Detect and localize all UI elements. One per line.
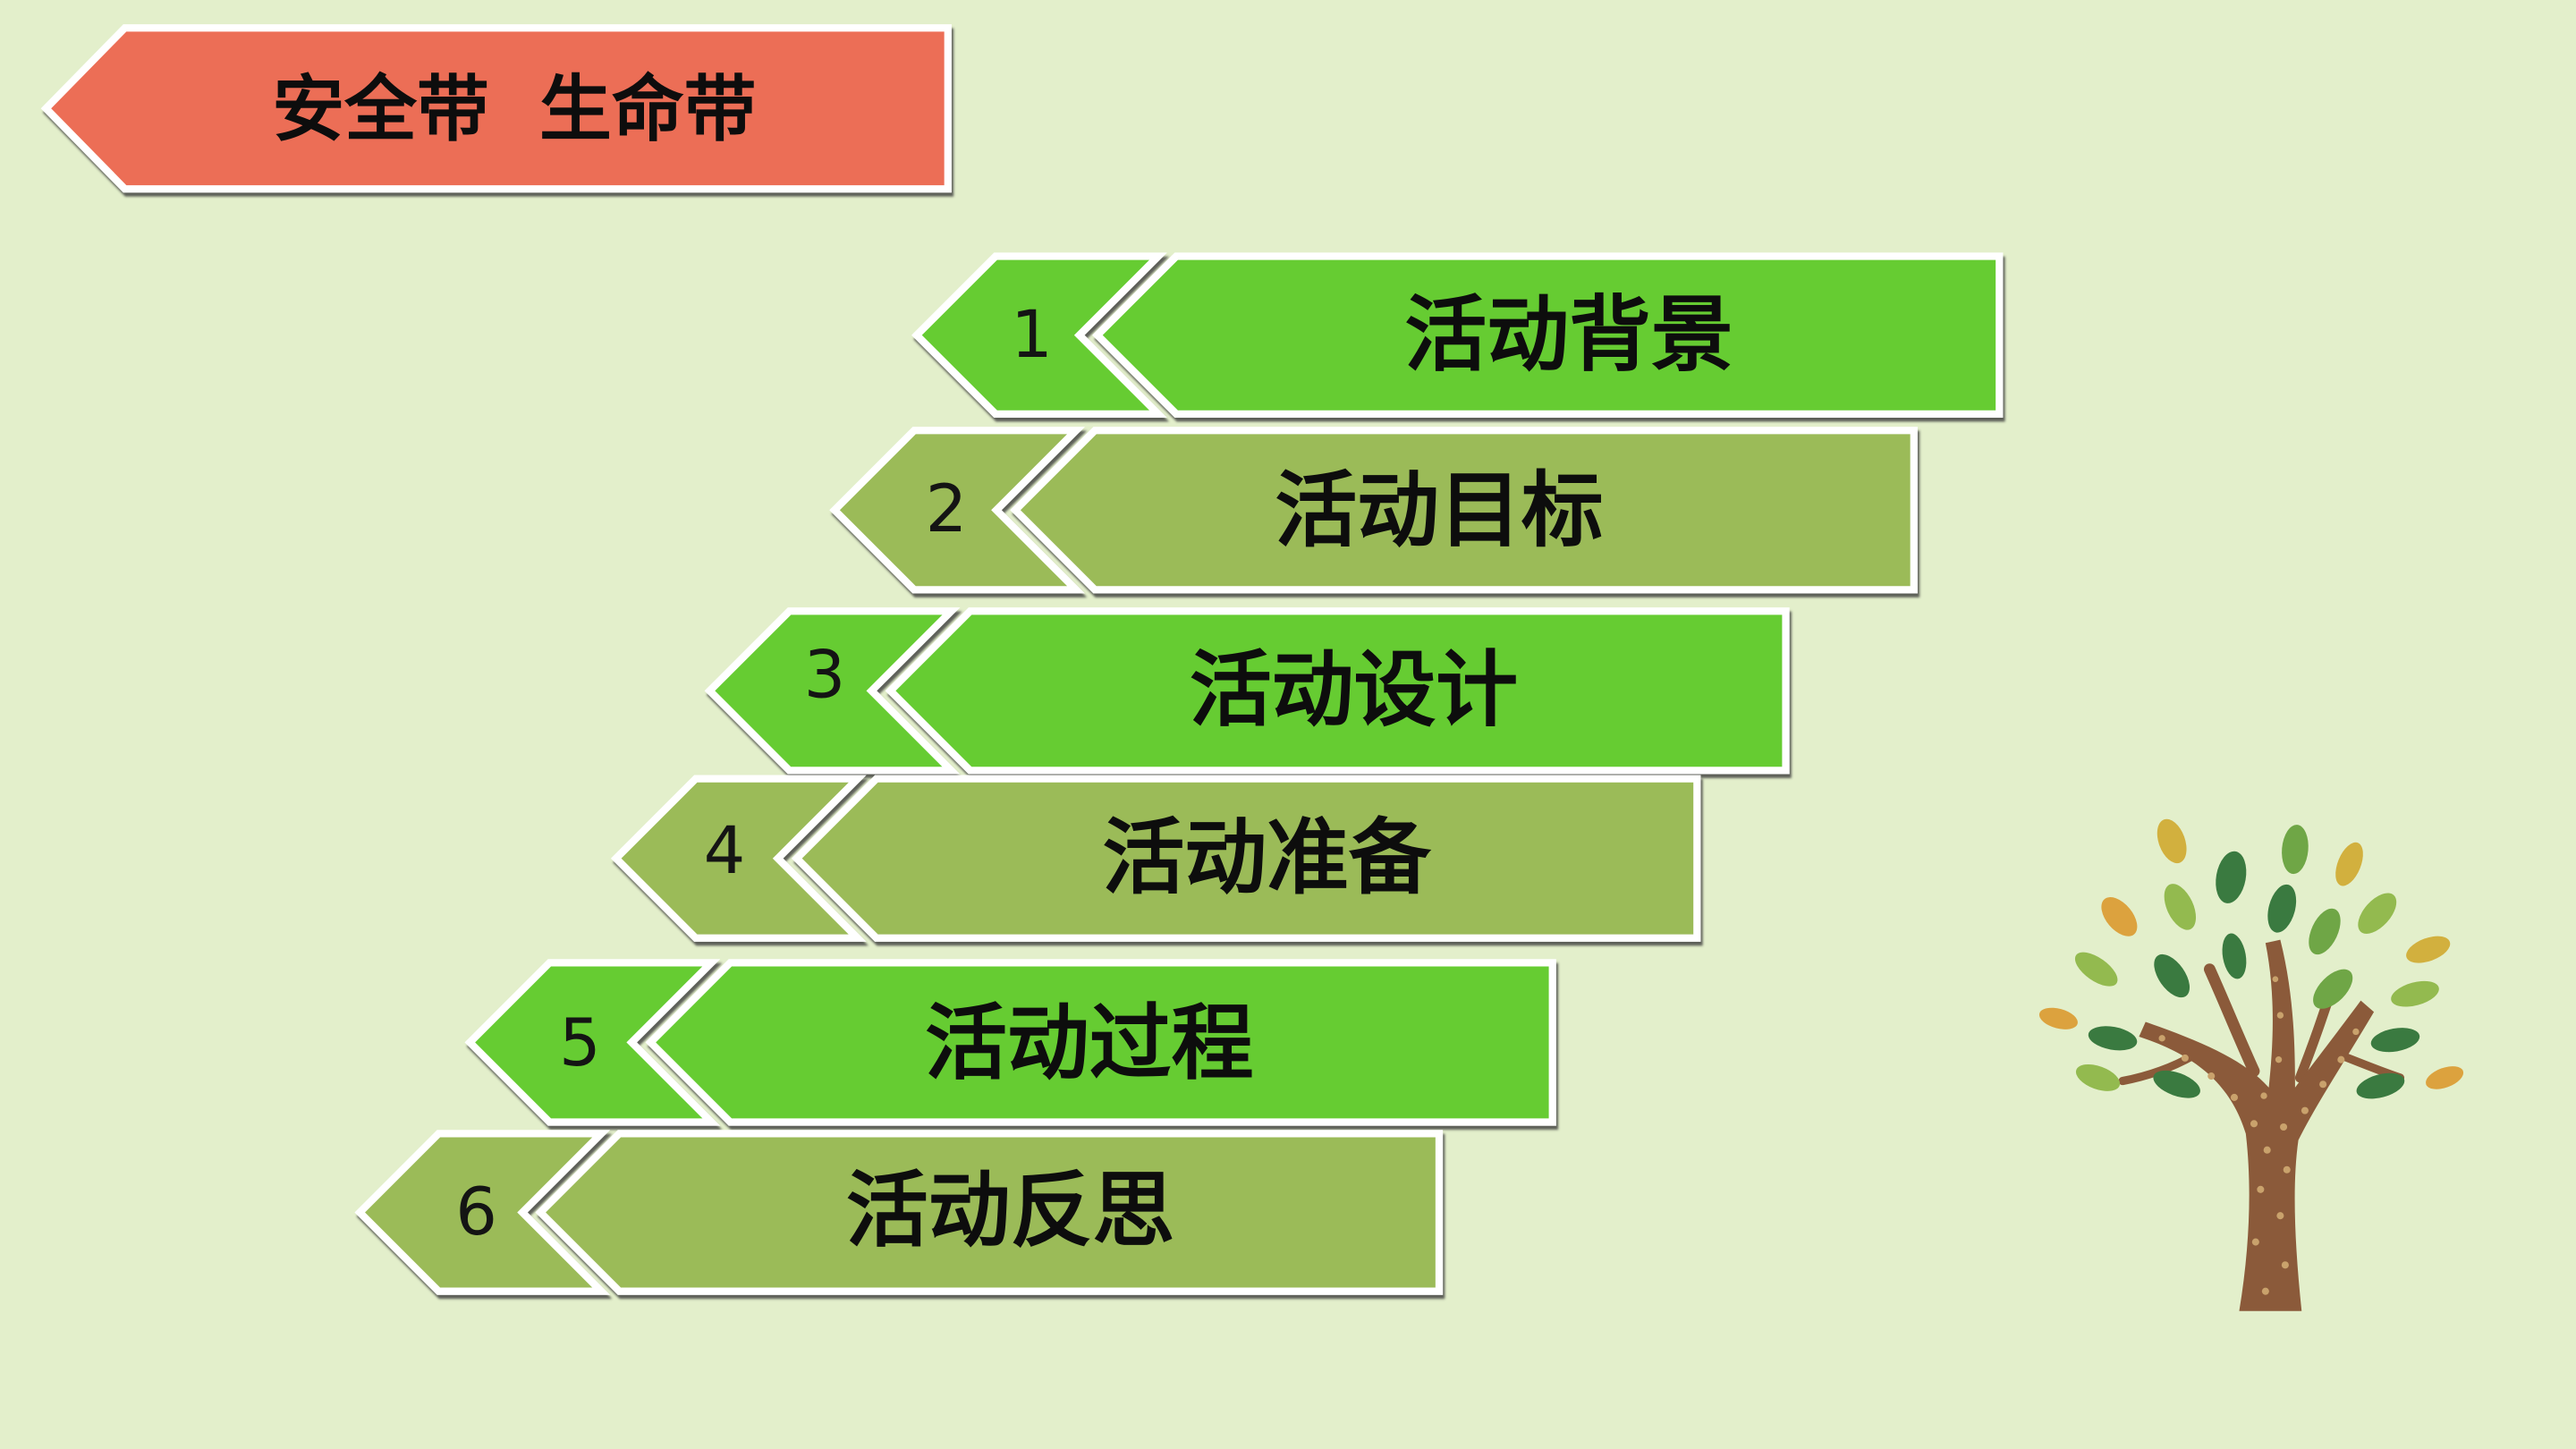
tree-leaf — [2358, 893, 2397, 934]
item-number: 6 — [455, 1174, 497, 1250]
trunk-dot — [2281, 1261, 2289, 1269]
trunk-dot — [2257, 1185, 2265, 1193]
item-label: 活动目标 — [1275, 463, 1603, 559]
tree-leaf — [2370, 1028, 2420, 1053]
trunk-dot — [2158, 1035, 2165, 1042]
tree-leaf — [2222, 933, 2247, 979]
trunk-dot — [2263, 1146, 2271, 1154]
trunk-dot — [2319, 1080, 2327, 1089]
title-text: 安全带 生命带 — [272, 68, 756, 152]
tree-leaf — [2038, 1007, 2078, 1030]
trunk-dot — [2250, 1120, 2258, 1128]
trunk-dot — [2280, 1123, 2288, 1131]
tree-leaf — [2101, 897, 2138, 936]
item-number: 3 — [804, 637, 846, 713]
trunk-dot — [2272, 976, 2279, 982]
item-number: 1 — [1011, 297, 1053, 373]
item-number: 4 — [704, 813, 746, 889]
agenda-item-5: 5 活动过程 — [464, 959, 1556, 1126]
tree-leaf — [2391, 980, 2439, 1007]
title-banner — [40, 24, 952, 193]
tree-leaf — [2309, 908, 2341, 955]
item-banner — [1010, 427, 1918, 594]
tree-leaf — [2154, 953, 2190, 998]
trunk-dot — [2276, 1212, 2284, 1220]
title-banner-group: 安全带 生命带 — [40, 24, 952, 193]
tree-leaf — [2074, 952, 2118, 987]
tree-leaf — [2356, 1072, 2405, 1099]
tree-leaf — [2075, 1063, 2121, 1091]
trunk-dot — [2230, 1093, 2239, 1101]
tree-leaf — [2406, 936, 2451, 963]
trunk-dot — [2261, 1287, 2269, 1295]
item-label: 活动背景 — [1404, 287, 1733, 383]
agenda-item-4: 4 活动准备 — [610, 775, 1701, 942]
tree-leaf — [2216, 851, 2247, 903]
item-number: 2 — [926, 471, 968, 547]
item-banner — [1092, 252, 2004, 418]
item-label: 活动过程 — [925, 996, 1253, 1091]
trunk-dot — [2260, 1092, 2267, 1099]
trunk-dot — [2251, 1238, 2259, 1246]
agenda-item-1: 1 活动背景 — [911, 252, 2004, 418]
tree-leaf — [2088, 1026, 2138, 1051]
tree-leaf — [2164, 884, 2197, 930]
tree-leaf — [2267, 884, 2297, 933]
number-chevron — [704, 607, 961, 775]
number-chevron — [610, 775, 867, 942]
tree-leaf — [2335, 842, 2363, 886]
trunk-dot — [2283, 1165, 2291, 1174]
trunk-dot — [2207, 1072, 2216, 1080]
item-banner — [535, 1130, 1444, 1295]
tree-leaf — [2313, 969, 2353, 1009]
trunk-dot — [2352, 1028, 2360, 1036]
tree-leaf — [2157, 818, 2187, 864]
trunk-dot — [2337, 1055, 2345, 1063]
agenda-item-6: 6 活动反思 — [354, 1130, 1444, 1295]
number-chevron — [464, 959, 721, 1126]
item-banner — [645, 959, 1556, 1126]
item-label: 活动反思 — [846, 1163, 1174, 1258]
number-chevron — [354, 1130, 611, 1295]
agenda-item-2: 2 活动目标 — [829, 427, 1918, 594]
item-banner — [885, 607, 1790, 775]
tree-leaf — [2282, 825, 2309, 875]
item-number: 5 — [559, 1005, 601, 1081]
trunk-dot — [2301, 1106, 2309, 1114]
trunk-dot — [2276, 1012, 2284, 1019]
tree-branch — [2203, 963, 2260, 1077]
agenda-item-3: 3 活动设计 — [704, 607, 1790, 775]
trunk-dot — [2181, 1054, 2189, 1062]
number-chevron — [829, 427, 1086, 594]
number-chevron — [911, 252, 1167, 418]
item-label: 活动准备 — [1102, 809, 1431, 905]
tree-icon — [2038, 818, 2464, 1311]
tree-leaf — [2426, 1066, 2464, 1089]
trunk-dot — [2275, 1056, 2283, 1063]
item-banner — [791, 775, 1701, 942]
item-label: 活动设计 — [1190, 642, 1518, 738]
tree-leaf — [2153, 1070, 2200, 1098]
